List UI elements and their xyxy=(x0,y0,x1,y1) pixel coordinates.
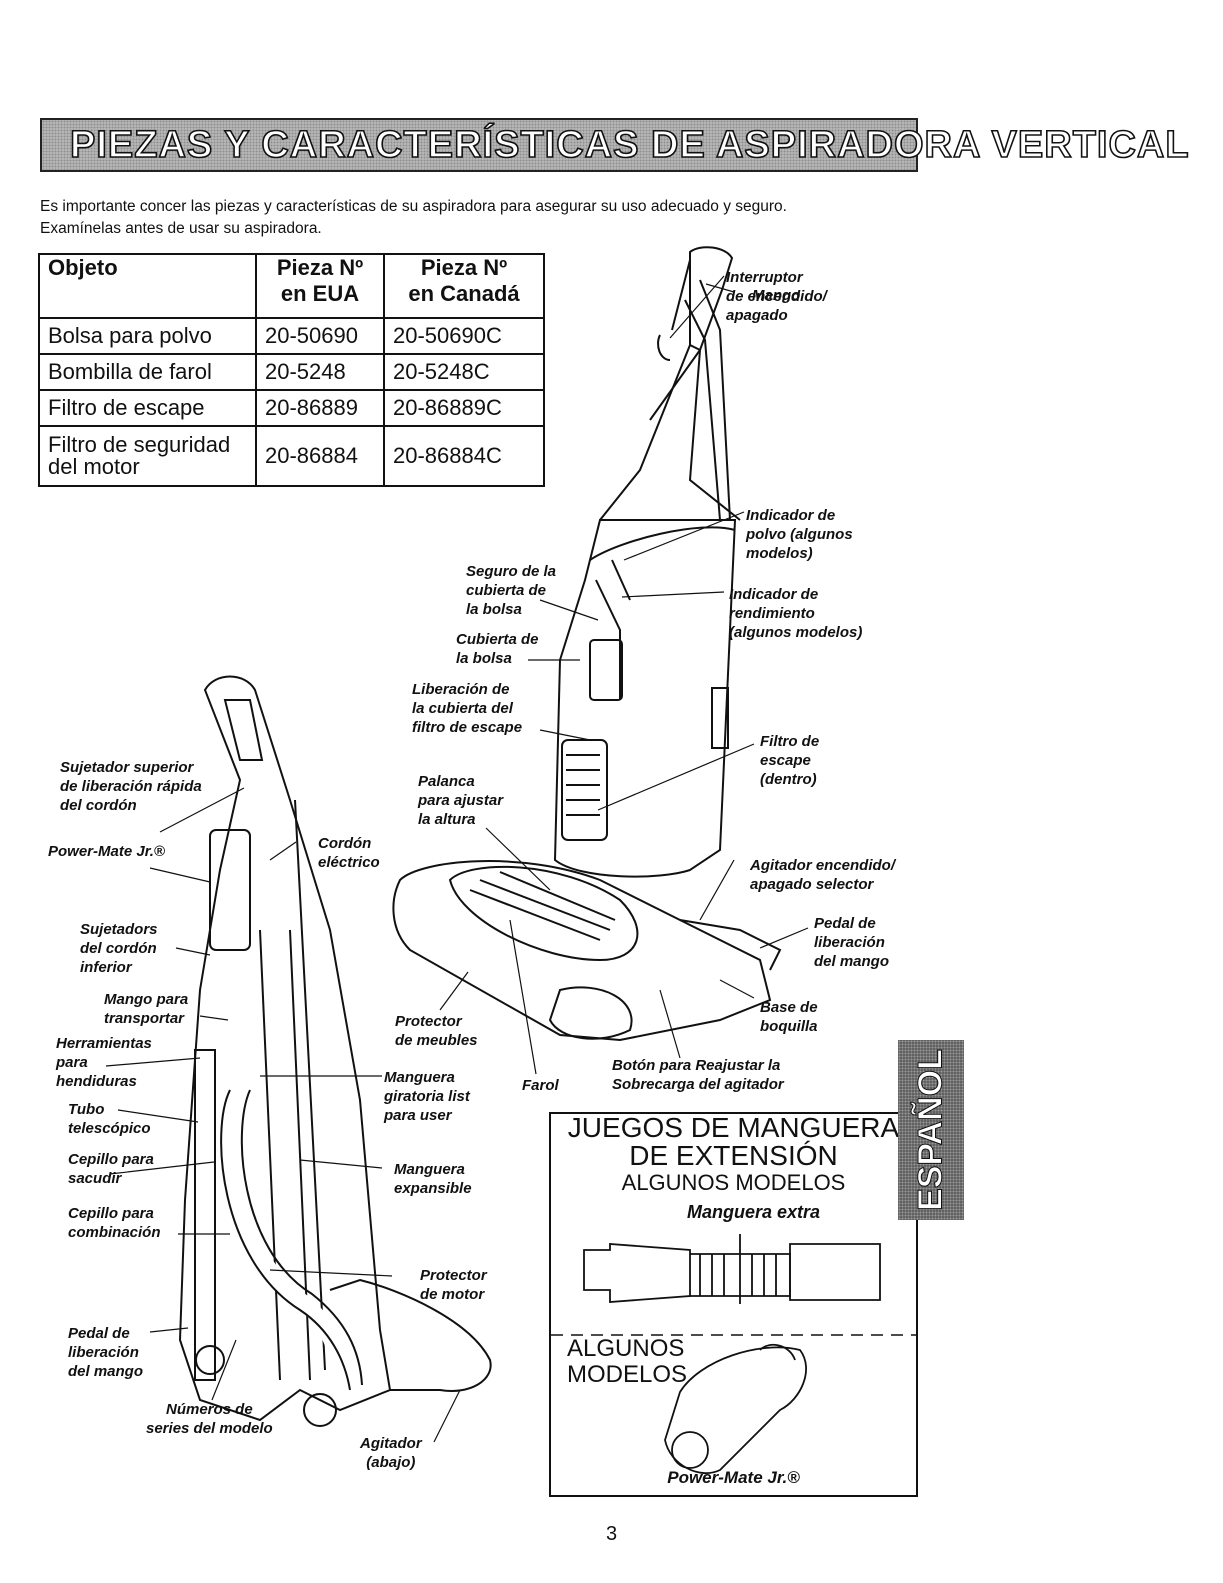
parts-table: Objeto Pieza Nº en EUA Pieza Nº en Canad… xyxy=(38,253,545,487)
label-filtro-escape: Filtro de escape (dentro) xyxy=(760,733,820,788)
kit-algunos-modelos: ALGUNOS MODELOS xyxy=(567,1336,687,1388)
label-sujetador-superior: Sujetador superior de liberación rápida … xyxy=(60,759,202,814)
label-protector-motor: Protector de motor xyxy=(420,1267,487,1303)
cell-objeto: Filtro de escape xyxy=(38,389,257,427)
label-pedal-left: Pedal de liberación del mango xyxy=(68,1325,144,1380)
label-manguera-expansible: Manguera expansible xyxy=(394,1161,472,1197)
label-indicador-polvo: Indicador de polvo (algunos modelos) xyxy=(746,507,853,562)
cell-eua: 20-5248 xyxy=(255,353,385,391)
section-banner: PIEZAS Y CARACTERÍSTICAS DE ASPIRADORA V… xyxy=(40,118,1189,172)
label-liberacion-filtro: Liberación de la cubierta del filtro de … xyxy=(412,681,523,736)
header-objeto: Objeto xyxy=(38,253,257,319)
cell-canada: 20-50690C xyxy=(383,317,545,355)
powermate-drawing xyxy=(664,1343,807,1475)
intro-text: Es importante concer las piezas y caract… xyxy=(40,196,787,240)
label-boton-reajustar: Botón para Reajustar la Sobrecarga del a… xyxy=(612,1057,784,1093)
label-pedal-right: Pedal de liberación del mango xyxy=(814,915,890,970)
label-cordon: Cordón eléctrico xyxy=(318,835,380,871)
label-palanca: Palanca para ajustar la altura xyxy=(418,773,504,828)
kit-powermate-label: Power-Mate Jr.® xyxy=(667,1468,800,1487)
kit-subtitle: ALGUNOS MODELOS xyxy=(621,1170,846,1195)
intro-line-2: Examínelas antes de usar su aspiradora. xyxy=(40,220,322,237)
kit-title-line-2: DE EXTENSIÓN xyxy=(629,1140,838,1171)
kit-hose-label: Manguera extra xyxy=(686,1202,821,1222)
label-sujetadors: Sujetadors del cordón inferior xyxy=(80,921,158,976)
label-agitador-selector: Agitador encendido/ apagado selector xyxy=(750,857,896,893)
left-vacuum-drawing xyxy=(178,675,492,1427)
label-numeros-series: Números de series del modelo xyxy=(146,1401,273,1437)
header-pieza-eua: Pieza Nº en EUA xyxy=(255,253,385,319)
label-herramientas: Herramientas para hendiduras xyxy=(56,1035,152,1090)
cell-eua: 20-50690 xyxy=(255,317,385,355)
label-tubo: Tubo telescópico xyxy=(68,1101,151,1137)
language-tab-label: ESPAÑOL xyxy=(911,1049,950,1212)
label-powermate-left: Power-Mate Jr.® xyxy=(48,843,165,860)
cell-eua: 20-86884 xyxy=(255,425,385,487)
label-interruptor: Interruptor de encendido/ apagado xyxy=(726,269,827,324)
extension-hose-drawing xyxy=(583,1234,881,1304)
label-mango: Mango xyxy=(752,287,801,304)
cell-canada: 20-86884C xyxy=(383,425,545,487)
cell-canada: 20-5248C xyxy=(383,353,545,391)
label-base-boquilla: Base de boquilla xyxy=(760,999,818,1035)
label-farol: Farol xyxy=(522,1077,559,1094)
label-cepillo-sacudir: Cepillo para sacudir xyxy=(68,1151,154,1187)
language-tab: ESPAÑOL xyxy=(898,1040,964,1220)
banner-title: PIEZAS Y CARACTERÍSTICAS DE ASPIRADORA V… xyxy=(69,123,1190,167)
cell-canada: 20-86889C xyxy=(383,389,545,427)
table-row: Bombilla de farol 20-5248 20-5248C xyxy=(38,353,545,391)
cell-objeto: Filtro de seguridad del motor xyxy=(38,425,257,487)
intro-line-1: Es importante concer las piezas y caract… xyxy=(40,198,787,215)
label-indicador-rendimiento: Indicador de rendimiento (algunos modelo… xyxy=(729,586,863,641)
label-cubierta-bolsa: Cubierta de la bolsa xyxy=(456,631,539,667)
cell-objeto: Bombilla de farol xyxy=(38,353,257,391)
kit-title-line-1: JUEGOS DE MANGUERA xyxy=(567,1112,900,1143)
leader-lines xyxy=(105,275,809,1443)
label-cepillo-combinacion: Cepillo para combinación xyxy=(68,1205,161,1241)
header-pieza-canada: Pieza Nº en Canadá xyxy=(383,253,545,319)
cell-objeto: Bolsa para polvo xyxy=(38,317,257,355)
label-mango-transportar: Mango para transportar xyxy=(104,991,189,1027)
right-vacuum-drawing xyxy=(392,246,782,1042)
label-agitador-abajo: Agitador (abajo) xyxy=(360,1435,422,1471)
cell-eua: 20-86889 xyxy=(255,389,385,427)
page-number: 3 xyxy=(605,1523,618,1545)
table-row: Filtro de escape 20-86889 20-86889C xyxy=(38,389,545,427)
extension-hose-kit-box: JUEGOS DE MANGUERA DE EXTENSIÓN ALGUNOS … xyxy=(549,1112,918,1497)
table-header-row: Objeto Pieza Nº en EUA Pieza Nº en Canad… xyxy=(38,253,545,319)
table-row: Bolsa para polvo 20-50690 20-50690C xyxy=(38,317,545,355)
label-seguro-cubierta: Seguro de la cubierta de la bolsa xyxy=(466,563,557,618)
label-manguera-giratoria: Manguera giratoria list para user xyxy=(384,1069,470,1124)
kit-algunos-line-1: ALGUNOS xyxy=(567,1335,685,1362)
kit-algunos-line-2: MODELOS xyxy=(567,1361,688,1388)
label-protector-muebles: Protector de meubles xyxy=(395,1013,478,1049)
table-row: Filtro de seguridad del motor 20-86884 2… xyxy=(38,425,545,487)
